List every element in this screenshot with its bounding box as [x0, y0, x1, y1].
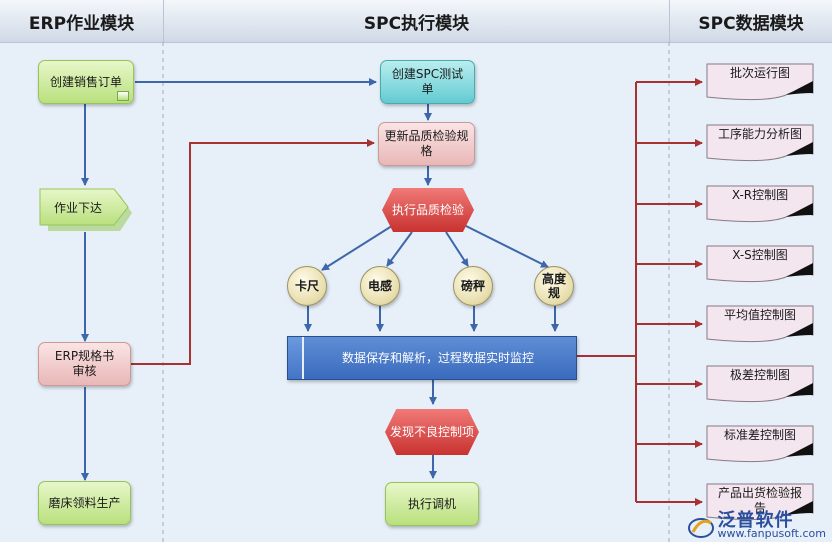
production-node: 磨床领料生产	[38, 481, 131, 525]
detect-defect-node: 发现不良控制项	[385, 409, 479, 455]
execute-adjust-label: 执行调机	[407, 496, 456, 511]
report-label: 产品出货检验报 告	[717, 486, 802, 515]
create-sales-order-label: 创建销售订单	[49, 74, 122, 89]
document-shape	[706, 245, 814, 283]
dispatch-node: 作业下达	[38, 187, 134, 233]
report-mean-chart: 平均值控制图	[706, 305, 814, 343]
report-label: 工序能力分析图	[717, 127, 802, 141]
watermark-brand: 泛普软件	[717, 510, 794, 531]
gauge-height: 高度 规	[534, 266, 574, 306]
report-batch-run-chart: 批次运行图	[706, 63, 814, 101]
update-spec-node: 更新品质检验规 格	[378, 122, 475, 166]
gauge-inductance-label: 电感	[367, 278, 392, 293]
production-label: 磨床领料生产	[48, 495, 121, 510]
gauge-height-label: 高度 规	[541, 272, 566, 300]
document-shape	[706, 63, 814, 101]
create-spc-test-label: 创建SPC测试 单	[391, 67, 464, 96]
arrow-review-to-spec	[131, 139, 375, 365]
document-shape	[706, 365, 814, 403]
report-xr-chart: X-R控制图	[706, 185, 814, 223]
arrow-inspection-to-gauge-3	[445, 231, 469, 267]
document-shape	[706, 425, 814, 463]
watermark-url: www.fanpusoft.com	[717, 527, 826, 540]
report-shipment-inspection: 产品出货检验报 告	[706, 483, 814, 521]
execute-adjust-node: 执行调机	[385, 482, 479, 526]
dispatch-shape	[39, 188, 132, 231]
create-spc-test-node: 创建SPC测试 单	[380, 60, 475, 104]
column-title-erp: ERP作业模块	[28, 13, 135, 34]
report-xs-chart: X-S控制图	[706, 245, 814, 283]
report-label: 批次运行图	[729, 66, 790, 80]
column-header-spc-data: SPC数据模块	[670, 0, 832, 43]
report-label: X-S控制图	[732, 248, 788, 262]
execute-inspection-node: 执行品质检验	[382, 188, 474, 232]
update-spec-label: 更新品质检验规 格	[384, 129, 469, 158]
data-monitor-bar: 数据保存和解析，过程数据实时监控	[287, 336, 577, 380]
watermark: 泛普软件 www.fanpusoft.com	[687, 510, 826, 540]
data-monitor-label: 数据保存和解析，过程数据实时监控	[341, 350, 534, 365]
arrow-inspection-to-gauge-2	[386, 231, 413, 267]
report-label: X-R控制图	[731, 188, 789, 202]
arrow-inspection-to-gauge-1	[321, 223, 396, 271]
report-label: 极差控制图	[729, 368, 790, 382]
document-shape	[706, 305, 814, 343]
create-sales-order-node: 创建销售订单	[38, 60, 134, 104]
gauge-scale: 磅秤	[453, 266, 493, 306]
column-title-spc-data: SPC数据模块	[698, 13, 804, 34]
monitor-bar-accent	[288, 337, 304, 379]
execute-inspection-label: 执行品质检验	[391, 202, 464, 217]
report-stddev-chart: 标准差控制图	[706, 425, 814, 463]
report-label: 平均值控制图	[723, 308, 796, 322]
column-title-spc: SPC执行模块	[363, 13, 470, 34]
document-shape	[706, 185, 814, 223]
dispatch-label: 作业下达	[53, 201, 102, 215]
gauge-inductance: 电感	[360, 266, 400, 306]
report-range-chart: 极差控制图	[706, 365, 814, 403]
brand-logo-icon	[687, 518, 714, 538]
column-header-erp: ERP作业模块	[0, 0, 164, 43]
report-label: 标准差控制图	[723, 428, 796, 442]
detect-defect-label: 发现不良控制项	[389, 424, 474, 439]
note-icon	[117, 91, 129, 101]
column-header-spc: SPC执行模块	[164, 0, 670, 43]
report-process-capability: 工序能力分析图	[706, 124, 814, 162]
spec-review-label: ERP规格书 审核	[54, 349, 115, 378]
gauge-caliper: 卡尺	[287, 266, 327, 306]
gauge-caliper-label: 卡尺	[294, 278, 319, 293]
arrow-inspection-to-gauge-4	[461, 223, 549, 268]
gauge-scale-label: 磅秤	[460, 278, 485, 293]
spec-review-node: ERP规格书 审核	[38, 342, 131, 386]
document-shape	[706, 124, 814, 162]
document-shape	[706, 483, 814, 521]
